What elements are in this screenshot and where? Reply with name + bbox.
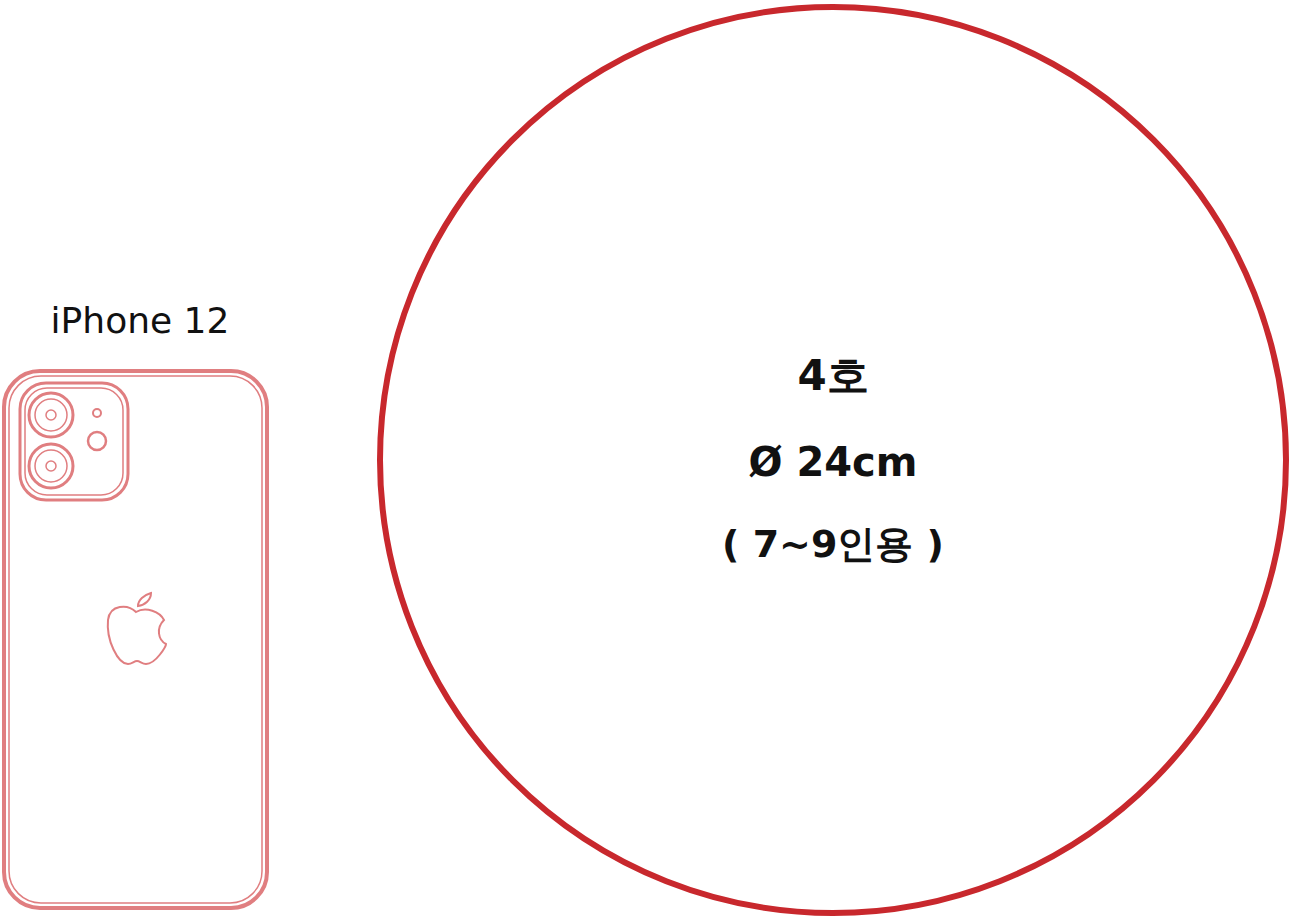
phone-illustration — [0, 290, 275, 915]
size-circle: 4호 Ø 24cm ( 7~9인용 ) — [373, 0, 1293, 920]
device-label: iPhone 12 — [51, 300, 230, 341]
phone-outline: iPhone 12 — [0, 290, 275, 915]
size-number: 4호 — [797, 352, 868, 400]
diameter: Ø 24cm — [749, 439, 918, 485]
servings: ( 7~9인용 ) — [722, 523, 944, 567]
